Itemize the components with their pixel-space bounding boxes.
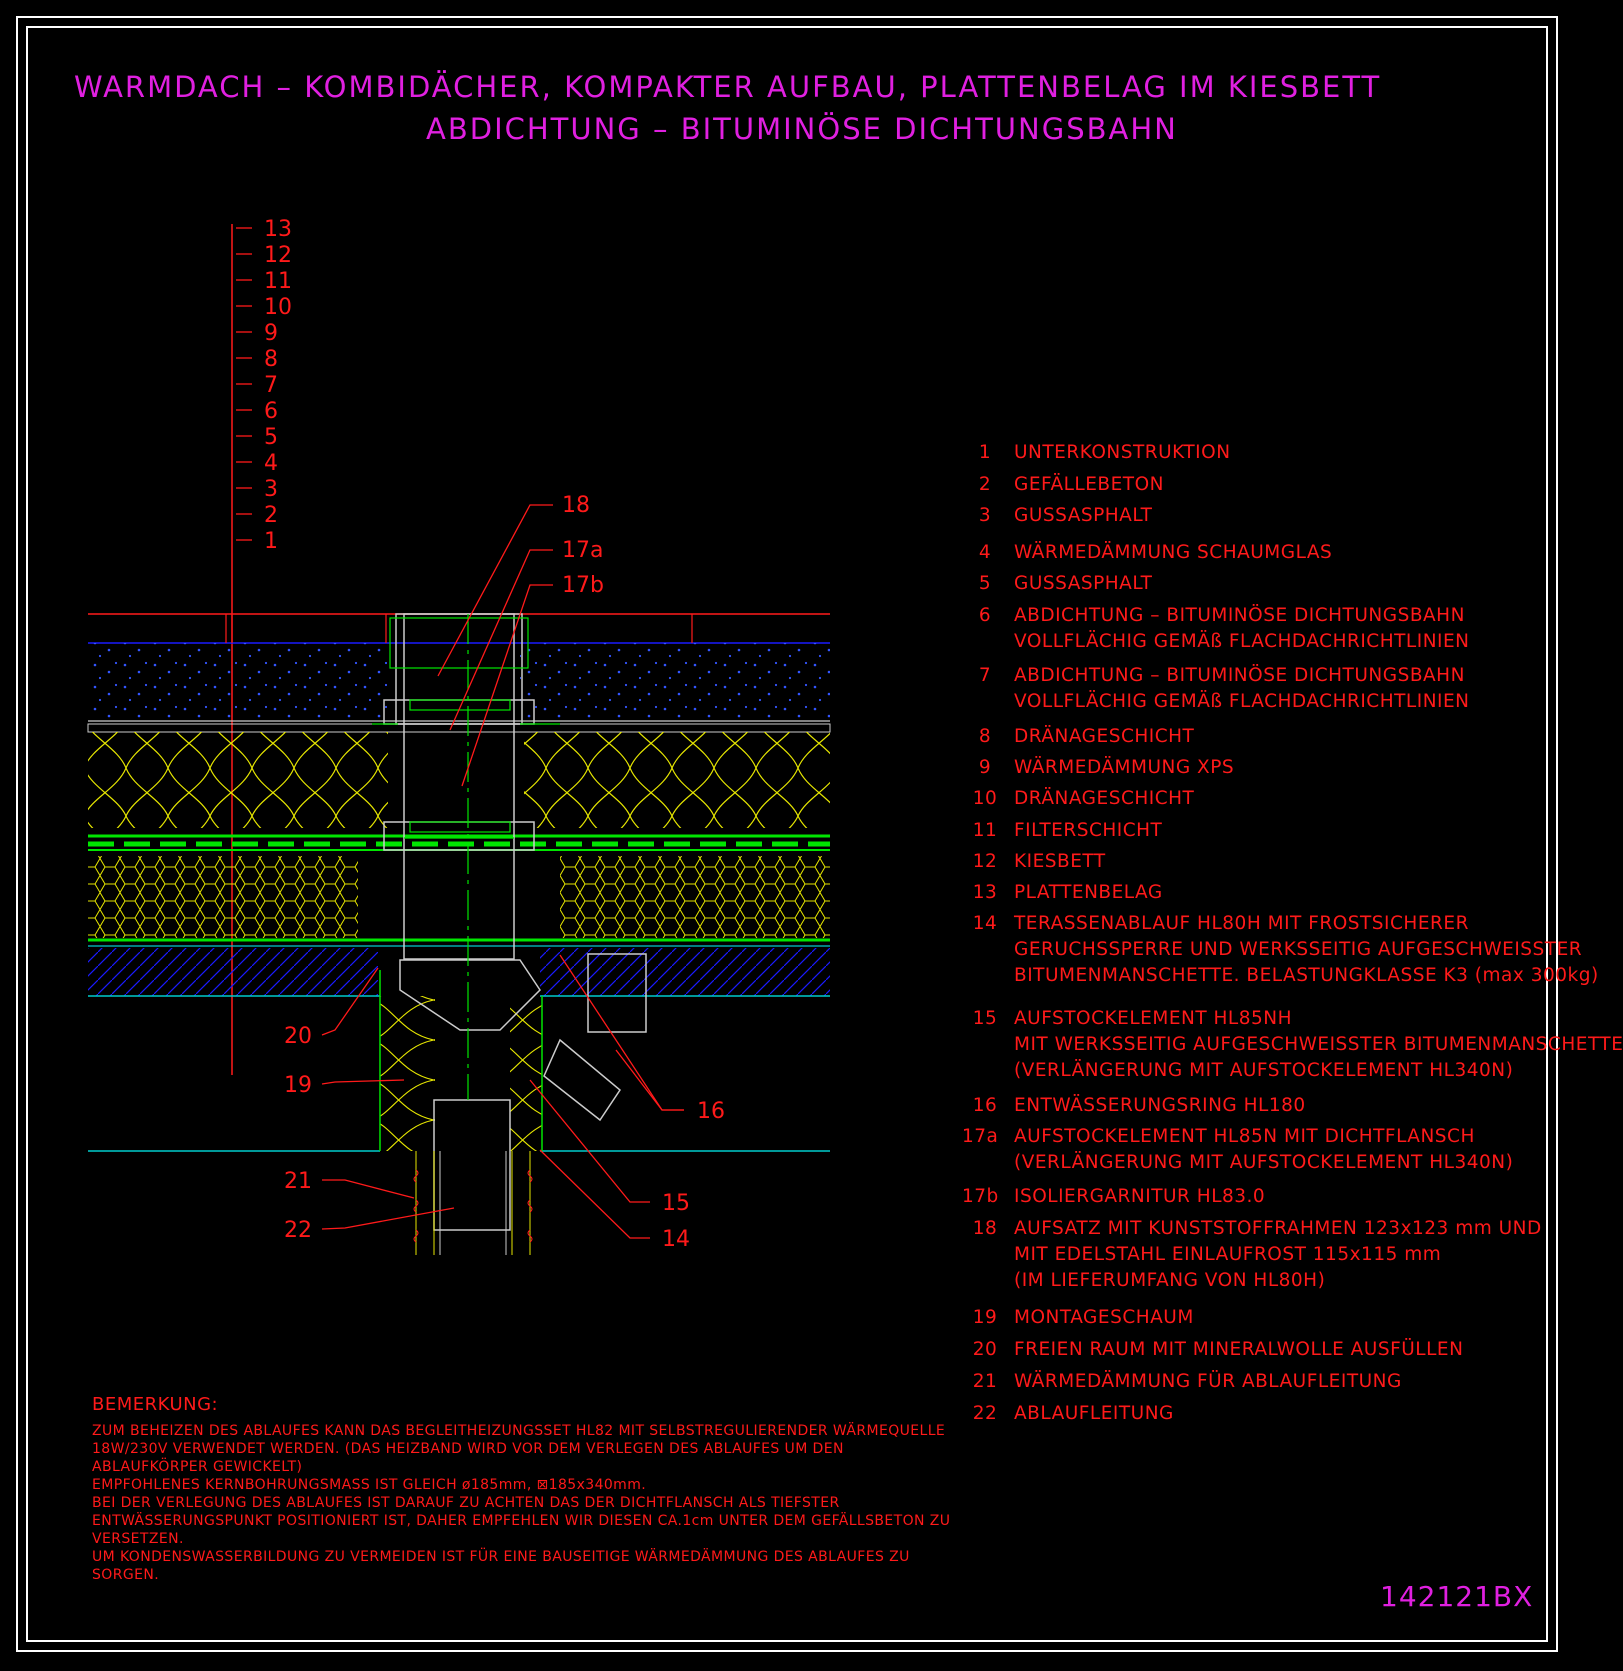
- remark-line: ABLAUFKÖRPER GEWICKELT): [92, 1459, 303, 1475]
- legend-number: 22: [972, 1403, 998, 1424]
- legend-text: ENTWÄSSERUNGSRING HL180: [1014, 1095, 1306, 1116]
- drawing-frame-inner: [26, 26, 1548, 1642]
- legend-text: VOLLFLÄCHIG GEMÄß FLACHDACHRICHTLINIEN: [1014, 631, 1470, 652]
- legend-number: 9: [978, 757, 992, 778]
- legend-text: GEFÄLLEBETON: [1014, 474, 1165, 495]
- legend-number: 10: [972, 788, 998, 809]
- legend-text: (IM LIEFERUMFANG VON HL80H): [1014, 1270, 1326, 1291]
- scale-label: 8: [264, 347, 278, 372]
- legend-number: 7: [978, 665, 992, 686]
- legend-number: 6: [978, 605, 992, 626]
- remark-line: SORGEN.: [92, 1567, 160, 1583]
- legend-text: MIT WERKSSEITIG AUFGESCHWEISSTER BITUMEN…: [1014, 1034, 1623, 1055]
- legend-text: (VERLÄNGERUNG MIT AUFSTOCKELEMENT HL340N…: [1014, 1060, 1514, 1081]
- callout-label: 15: [662, 1191, 690, 1216]
- callout-label: 21: [284, 1169, 312, 1194]
- callout-label: 18: [562, 493, 590, 518]
- legend-text: ISOLIERGARNITUR HL83.0: [1014, 1186, 1266, 1207]
- legend-text: AUFSTOCKELEMENT HL85N MIT DICHTFLANSCH: [1014, 1126, 1475, 1147]
- legend-number: 14: [972, 913, 998, 934]
- remark-line: ENTWÄSSERUNGSPUNKT POSITIONIERT IST, DAH…: [92, 1513, 951, 1529]
- legend-number: 11: [972, 820, 998, 841]
- legend-text: ABLAUFLEITUNG: [1014, 1403, 1174, 1424]
- legend-text: MONTAGESCHAUM: [1014, 1307, 1194, 1328]
- legend-text: PLATTENBELAG: [1014, 882, 1163, 903]
- callout-label: 19: [284, 1073, 312, 1098]
- scale-label: 10: [264, 295, 292, 320]
- scale-label: 6: [264, 399, 278, 424]
- scale-label: 13: [264, 217, 292, 242]
- legend-text: UNTERKONSTRUKTION: [1014, 442, 1231, 463]
- legend-number: 21: [972, 1371, 998, 1392]
- remark-line: 18W/230V VERWENDET WERDEN. (DAS HEIZBAND…: [92, 1441, 844, 1457]
- callout-label: 17b: [562, 573, 604, 598]
- legend-text: WÄRMEDÄMMUNG XPS: [1014, 757, 1235, 778]
- legend-text: ABDICHTUNG – BITUMINÖSE DICHTUNGSBAHN: [1014, 605, 1465, 626]
- legend-text: (VERLÄNGERUNG MIT AUFSTOCKELEMENT HL340N…: [1014, 1152, 1514, 1173]
- document-id: 142121BX: [1380, 1580, 1534, 1613]
- legend-text: AUFSTOCKELEMENT HL85NH: [1014, 1008, 1293, 1029]
- scale-label: 9: [264, 321, 278, 346]
- scale-label: 1: [264, 529, 278, 554]
- remark-line: BEI DER VERLEGUNG DES ABLAUFES IST DARAU…: [92, 1495, 840, 1511]
- legend-number: 4: [978, 542, 992, 563]
- legend-text: ABDICHTUNG – BITUMINÖSE DICHTUNGSBAHN: [1014, 665, 1465, 686]
- scale-label: 5: [264, 425, 278, 450]
- title-line-2: ABDICHTUNG – BITUMINÖSE DICHTUNGSBAHN: [426, 112, 1178, 146]
- callout-label: 14: [662, 1227, 690, 1252]
- legend-number: 16: [972, 1095, 998, 1116]
- legend-text: WÄRMEDÄMMUNG SCHAUMGLAS: [1014, 542, 1333, 563]
- legend-text: DRÄNAGESCHICHT: [1014, 788, 1195, 809]
- legend-number: 13: [972, 882, 998, 903]
- legend-text: VOLLFLÄCHIG GEMÄß FLACHDACHRICHTLINIEN: [1014, 691, 1470, 712]
- legend-text: DRÄNAGESCHICHT: [1014, 726, 1195, 747]
- legend-number: 2: [978, 474, 992, 495]
- legend-text: FILTERSCHICHT: [1014, 820, 1163, 841]
- scale-label: 12: [264, 243, 292, 268]
- remark-line: EMPFOHLENES KERNBOHRUNGSMASS IST GLEICH …: [92, 1477, 647, 1493]
- remarks-heading: BEMERKUNG:: [92, 1394, 219, 1415]
- legend-text: TERASSENABLAUF HL80H MIT FROSTSICHERER: [1014, 913, 1469, 934]
- remark-line: UM KONDENSWASSERBILDUNG ZU VERMEIDEN IST…: [92, 1549, 910, 1565]
- legend-text: KIESBETT: [1014, 851, 1106, 872]
- legend-number: 18: [972, 1218, 998, 1239]
- remarks-text: ZUM BEHEIZEN DES ABLAUFES KANN DAS BEGLE…: [92, 1422, 951, 1584]
- scale-label: 4: [264, 451, 278, 476]
- legend-number: 17b: [962, 1186, 999, 1207]
- scale-label: 3: [264, 477, 278, 502]
- legend-text: GUSSASPHALT: [1014, 505, 1153, 526]
- legend-number: 20: [972, 1339, 998, 1360]
- legend-text: AUFSATZ MIT KUNSTSTOFFRAHMEN 123x123 mm …: [1014, 1218, 1542, 1239]
- scale-label: 2: [264, 503, 278, 528]
- legend-number: 5: [978, 573, 992, 594]
- legend-text: GERUCHSSPERRE UND WERKSSEITIG AUFGESCHWE…: [1014, 939, 1583, 960]
- legend-text: BITUMENMANSCHETTE. BELASTUNGKLASSE K3 (m…: [1014, 965, 1599, 986]
- legend-number: 15: [972, 1008, 998, 1029]
- legend-text: WÄRMEDÄMMUNG FÜR ABLAUFLEITUNG: [1014, 1371, 1402, 1392]
- remark-line: VERSETZEN.: [92, 1531, 184, 1547]
- callout-label: 16: [697, 1099, 725, 1124]
- scale-label: 11: [264, 269, 292, 294]
- remark-line: ZUM BEHEIZEN DES ABLAUFES KANN DAS BEGLE…: [92, 1423, 946, 1439]
- title-line-1: WARMDACH – KOMBIDÄCHER, KOMPAKTER AUFBAU…: [74, 70, 1382, 104]
- legend-number: 17a: [962, 1126, 999, 1147]
- callout-label: 17a: [562, 538, 603, 563]
- callout-label: 20: [284, 1024, 312, 1049]
- drawing-frame-outer: [16, 16, 1558, 1652]
- legend-number: 19: [972, 1307, 998, 1328]
- legend-text: GUSSASPHALT: [1014, 573, 1153, 594]
- legend-text: MIT EDELSTAHL EINLAUFROST 115x115 mm: [1014, 1244, 1442, 1265]
- callout-labels: 18 17a 17b 20 19 16 21 22 15 14: [284, 493, 725, 1252]
- legend-number: 1: [978, 442, 992, 463]
- legend-number: 12: [972, 851, 998, 872]
- scale-label: 7: [264, 373, 278, 398]
- legend-number: 8: [978, 726, 992, 747]
- legend-text: FREIEN RAUM MIT MINERALWOLLE AUSFÜLLEN: [1014, 1339, 1464, 1360]
- callout-label: 22: [284, 1218, 312, 1243]
- legend-number: 3: [978, 505, 992, 526]
